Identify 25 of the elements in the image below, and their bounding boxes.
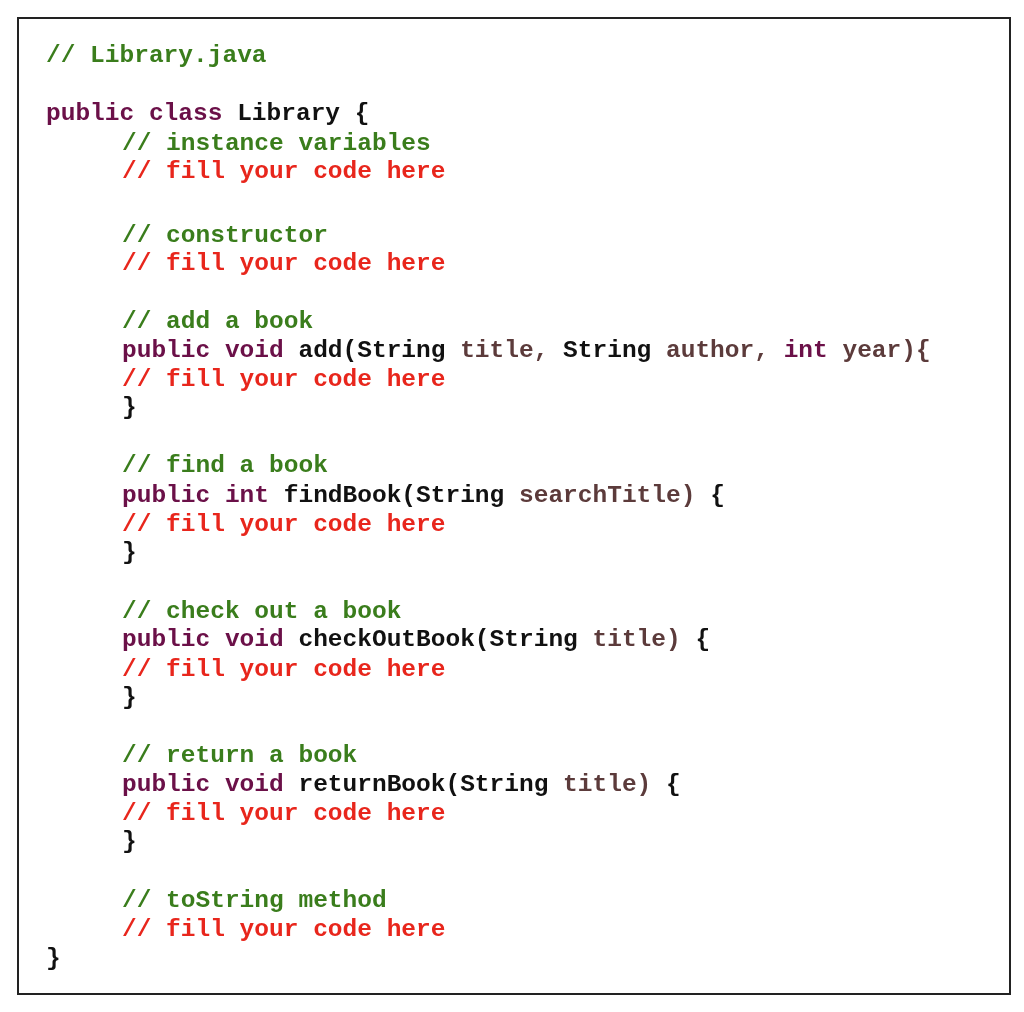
code-line: public void add(String title, String author, int year){ xyxy=(122,336,931,365)
code-comment: // fill your code here xyxy=(122,655,446,684)
code-comment: // fill your code here xyxy=(122,915,446,944)
code-line: } xyxy=(122,538,137,567)
code-line: } xyxy=(122,683,137,712)
code-comment: // Library.java xyxy=(46,41,267,70)
code-comment: // constructor xyxy=(122,221,328,250)
code-comment: // fill your code here xyxy=(122,799,446,828)
code-comment: // fill your code here xyxy=(122,249,446,278)
code-line: public class Library { xyxy=(46,99,370,128)
code-comment: // find a book xyxy=(122,451,328,480)
code-comment: // instance variables xyxy=(122,129,431,158)
code-comment: // fill your code here xyxy=(122,157,446,186)
code-line: public int findBook(String searchTitle) { xyxy=(122,481,725,510)
code-line: } xyxy=(122,827,137,856)
code-comment: // fill your code here xyxy=(122,510,446,539)
code-comment: // fill your code here xyxy=(122,365,446,394)
code-line: public void checkOutBook(String title) { xyxy=(122,625,711,654)
code-comment: // check out a book xyxy=(122,597,402,626)
code-line: } xyxy=(122,393,137,422)
code-comment: // add a book xyxy=(122,307,314,336)
code-comment: // toString method xyxy=(122,886,387,915)
code-line: public void returnBook(String title) { xyxy=(122,770,681,799)
code-line: } xyxy=(46,944,61,973)
code-comment: // return a book xyxy=(122,741,358,770)
